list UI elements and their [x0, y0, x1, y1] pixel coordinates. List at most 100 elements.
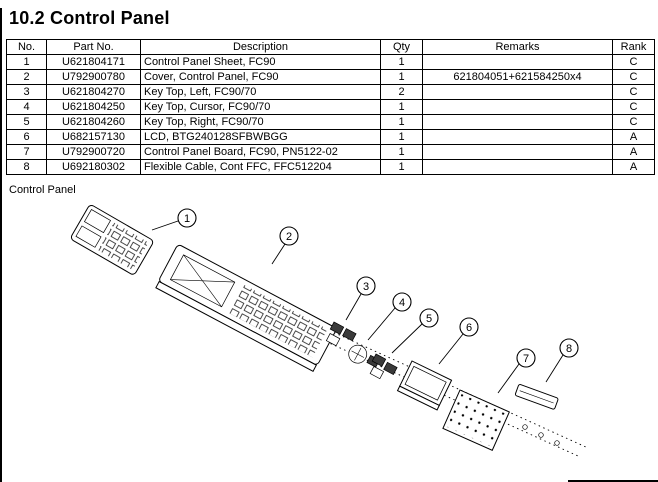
table-row: 2 U792900780 Cover, Control Panel, FC90 …	[6, 69, 655, 85]
cell-description: Flexible Cable, Cont FFC, FFC512204	[140, 159, 381, 175]
cell-rank: C	[612, 69, 655, 85]
cell-qty: 1	[380, 69, 423, 85]
cell-qty: 1	[380, 129, 423, 145]
cell-rank: A	[612, 144, 655, 160]
part-3-key-top-left	[325, 321, 357, 347]
cell-rank: C	[612, 99, 655, 115]
cell-part-no: U692180302	[46, 159, 141, 175]
exploded-diagram: 1 2 3 4 5 6 7	[70, 204, 589, 457]
col-header-qty: Qty	[380, 39, 423, 55]
cell-remarks	[422, 84, 613, 100]
parts-table: No. Part No. Description Qty Remarks Ran…	[6, 39, 655, 175]
board-contact-dots	[446, 393, 506, 447]
callout-8: 8	[545, 338, 579, 383]
cover-side-wall	[155, 280, 318, 372]
part-6-lcd	[396, 360, 453, 411]
cell-remarks	[422, 159, 613, 175]
table-row: 3 U621804270 Key Top, Left, FC90/70 2 C	[6, 84, 655, 100]
cell-no: 6	[6, 129, 47, 145]
table-header-row: No. Part No. Description Qty Remarks Ran…	[6, 39, 655, 55]
sheet-key-grid	[97, 222, 149, 271]
cell-remarks	[422, 99, 613, 115]
cell-no: 2	[6, 69, 47, 85]
cell-no: 8	[6, 159, 47, 175]
callout-8-number: 8	[566, 343, 572, 355]
col-header-part-no: Part No.	[46, 39, 141, 55]
callout-2-number: 2	[286, 231, 292, 243]
cell-part-no: U621804260	[46, 114, 141, 130]
cell-description: Key Top, Cursor, FC90/70	[140, 99, 381, 115]
cell-description: Control Panel Sheet, FC90	[140, 54, 381, 70]
cell-description: Control Panel Board, FC90, PN5122-02	[140, 144, 381, 160]
cell-no: 3	[6, 84, 47, 100]
cell-no: 7	[6, 144, 47, 160]
part-1-control-panel-sheet	[70, 204, 154, 275]
cell-remarks: 621804051+621584250x4	[422, 69, 613, 85]
diagram-label: Control Panel	[9, 184, 76, 196]
part-7-control-panel-board	[442, 389, 510, 451]
sheet-display-window	[83, 208, 111, 234]
cell-rank: C	[612, 54, 655, 70]
callout-6-number: 6	[466, 322, 472, 334]
cell-remarks	[422, 129, 613, 145]
cell-no: 5	[6, 114, 47, 130]
callout-4: 4	[367, 292, 412, 341]
cell-no: 1	[6, 54, 47, 70]
callout-6: 6	[438, 317, 479, 365]
callout-1: 1	[151, 208, 197, 231]
callout-4-number: 4	[399, 297, 405, 309]
cell-qty: 1	[380, 114, 423, 130]
col-header-description: Description	[140, 39, 381, 55]
cell-part-no: U682157130	[46, 129, 141, 145]
callout-7-number: 7	[523, 353, 529, 365]
lcd-side-wall	[396, 385, 440, 411]
cover-key-holes	[227, 284, 328, 358]
table-row: 1 U621804171 Control Panel Sheet, FC90 1…	[6, 54, 655, 70]
table-row: 4 U621804250 Key Top, Cursor, FC90/70 1 …	[6, 99, 655, 115]
col-header-no: No.	[6, 39, 47, 55]
cell-remarks	[422, 144, 613, 160]
part-2-cover	[155, 244, 337, 372]
col-header-remarks: Remarks	[422, 39, 613, 55]
callout-3: 3	[345, 276, 376, 321]
cell-description: Cover, Control Panel, FC90	[140, 69, 381, 85]
callout-5: 5	[391, 308, 439, 354]
cell-part-no: U792900780	[46, 69, 141, 85]
table-row: 7 U792900720 Control Panel Board, FC90, …	[6, 144, 655, 160]
cell-remarks	[422, 114, 613, 130]
callout-1-number: 1	[184, 213, 190, 225]
cell-rank: A	[612, 159, 655, 175]
cell-description: LCD, BTG240128SFBWBGG	[140, 129, 381, 145]
callout-5-number: 5	[426, 313, 432, 325]
part-8-flexible-cable	[514, 384, 559, 410]
table-row: 6 U682157130 LCD, BTG240128SFBWBGG 1 A	[6, 129, 655, 145]
manual-page: 10.2 Control Panel No. Part No. Descript…	[0, 8, 658, 482]
screws	[522, 424, 560, 446]
table-row: 5 U621804260 Key Top, Right, FC90/70 1 C	[6, 114, 655, 130]
parts-table-body: 1 U621804171 Control Panel Sheet, FC90 1…	[6, 54, 655, 175]
callout-3-number: 3	[363, 281, 369, 293]
lcd-screen	[404, 365, 447, 401]
sheet-lower-window	[75, 225, 102, 248]
part-5-key-top-right	[369, 353, 398, 380]
cell-rank: C	[612, 114, 655, 130]
col-header-rank: Rank	[612, 39, 655, 55]
cell-part-no: U792900720	[46, 144, 141, 160]
cell-qty: 1	[380, 54, 423, 70]
cell-description: Key Top, Left, FC90/70	[140, 84, 381, 100]
cell-part-no: U621804250	[46, 99, 141, 115]
callout-7: 7	[497, 348, 536, 394]
cell-rank: C	[612, 84, 655, 100]
table-row: 8 U692180302 Flexible Cable, Cont FFC, F…	[6, 159, 655, 175]
cell-no: 4	[6, 99, 47, 115]
cell-qty: 1	[380, 99, 423, 115]
cell-qty: 1	[380, 159, 423, 175]
section-title: 10.2 Control Panel	[9, 8, 170, 28]
cell-part-no: U621804171	[46, 54, 141, 70]
cell-rank: A	[612, 129, 655, 145]
cell-qty: 1	[380, 144, 423, 160]
callout-2: 2	[271, 226, 299, 265]
cell-qty: 2	[380, 84, 423, 100]
cell-description: Key Top, Right, FC90/70	[140, 114, 381, 130]
cell-remarks	[422, 54, 613, 70]
